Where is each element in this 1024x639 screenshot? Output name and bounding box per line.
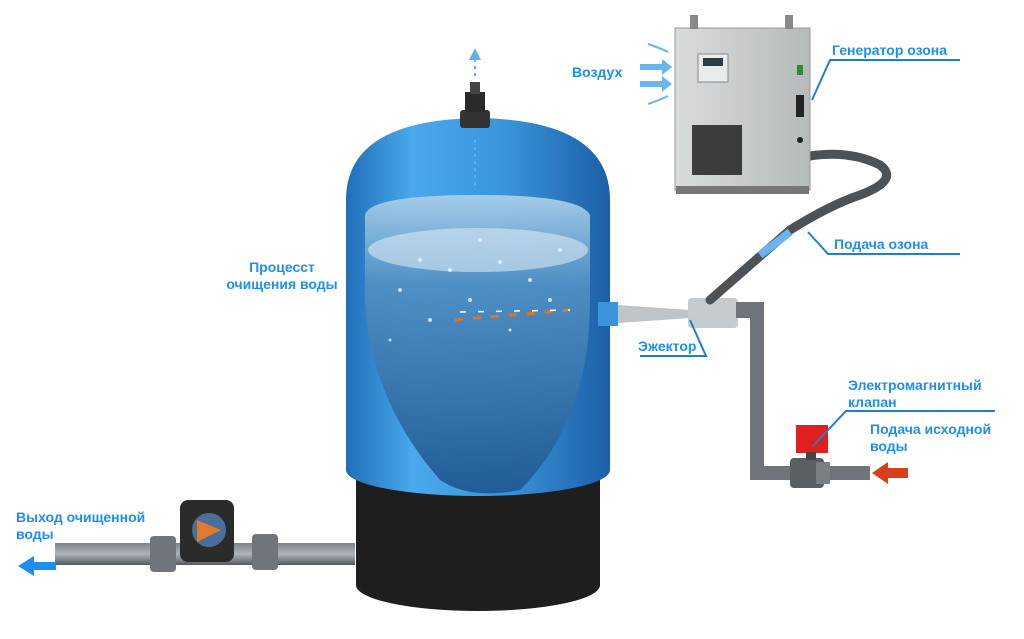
label-line: Выход очищенной — [16, 509, 146, 525]
label-water-outlet: Выход очищенной воды — [16, 509, 145, 543]
label-ozone-generator: Генератор озона — [832, 42, 948, 58]
air-arrows — [640, 43, 672, 105]
solenoid-valve — [790, 425, 830, 488]
label-line: клапан — [848, 394, 897, 410]
label-line: очищения воды — [226, 276, 338, 292]
label-ozone-supply: Подача озона — [834, 236, 929, 252]
label-line: воды — [16, 526, 54, 542]
label-ejector: Эжектор — [638, 338, 697, 354]
tank — [346, 118, 610, 496]
outlet-arrow — [18, 556, 56, 576]
label-purification-process: Процесст очищения воды — [212, 259, 352, 293]
leader-lines — [640, 59, 995, 447]
ozone-generator — [674, 15, 811, 194]
label-line: Подача исходной — [870, 421, 992, 437]
top-vent-valve — [460, 82, 490, 128]
ejector — [598, 298, 738, 328]
label-line: воды — [870, 438, 908, 454]
inlet-arrow — [872, 462, 908, 484]
label-line: Электромагнитный — [848, 377, 982, 393]
label-air: Воздух — [572, 64, 623, 80]
label-solenoid-valve: Электромагнитный клапан — [848, 377, 982, 411]
label-water-inlet: Подача исходной воды — [870, 421, 991, 455]
flow-meter — [180, 500, 234, 562]
label-line: Процесст — [249, 259, 315, 275]
ozone-hose — [705, 149, 892, 305]
